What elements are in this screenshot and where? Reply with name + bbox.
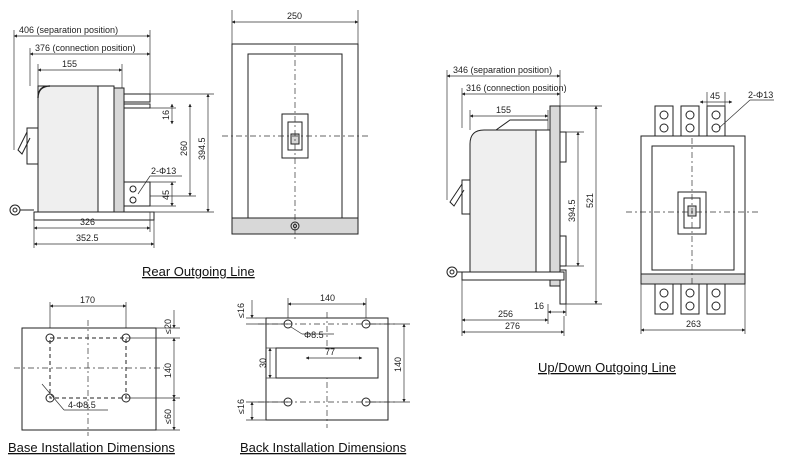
back-77-dim: 77 xyxy=(325,347,335,357)
rear-16-dim: 16 xyxy=(161,110,171,120)
updown-45-dim: 45 xyxy=(710,91,720,101)
updown-side-view: 346 (separation position) 316 (connectio… xyxy=(446,65,602,336)
updown-front-view: 45 2-Φ13 263 xyxy=(626,90,774,334)
back-30-dim: 30 xyxy=(258,358,268,368)
updown-256-dim: 256 xyxy=(498,309,513,319)
back-140side-dim: 140 xyxy=(393,357,403,372)
base-170-dim: 170 xyxy=(80,295,95,305)
back-hole-dim: Φ8.5 xyxy=(304,330,324,340)
updown-16-dim: 16 xyxy=(534,301,544,311)
rear-conn-dim: 376 (connection position) xyxy=(35,43,136,53)
caption-updown: Up/Down Outgoing Line xyxy=(538,360,676,375)
caption-rear: Rear Outgoing Line xyxy=(142,264,255,279)
back-140top-dim: 140 xyxy=(320,293,335,303)
base-20-dim: ≤20 xyxy=(163,319,173,334)
rear-front-view: 250 xyxy=(222,10,370,240)
caption-back: Back Installation Dimensions xyxy=(240,440,407,455)
rear-sep-dim: 406 (separation position) xyxy=(19,25,118,35)
updown-155-dim: 155 xyxy=(496,105,511,115)
updown-sep-dim: 346 (separation position) xyxy=(453,65,552,75)
base-installation-view: 170 ≤20 140 ≤60 4-Φ8.5 xyxy=(14,295,180,436)
rear-side-view: 406 (separation position) 376 (connectio… xyxy=(9,25,214,248)
base-60-dim: ≤60 xyxy=(163,409,173,424)
rear-155-dim: 155 xyxy=(62,59,77,69)
rear-45-dim: 45 xyxy=(161,190,171,200)
rear-352-dim: 352.5 xyxy=(76,233,99,243)
updown-521-dim: 521 xyxy=(585,193,595,208)
rear-326-dim: 326 xyxy=(80,217,95,227)
base-140-dim: 140 xyxy=(163,363,173,378)
rear-394-dim: 394.5 xyxy=(197,137,207,160)
rear-holes-dim: 2-Φ13 xyxy=(151,166,176,176)
rear-260-dim: 260 xyxy=(179,141,189,156)
updown-holes-dim: 2-Φ13 xyxy=(748,90,773,100)
updown-276-dim: 276 xyxy=(505,321,520,331)
rear-250-dim: 250 xyxy=(287,11,302,21)
back-16b-dim: ≤16 xyxy=(236,399,246,414)
base-holes-dim: 4-Φ8.5 xyxy=(68,400,96,410)
back-16a-dim: ≤16 xyxy=(236,303,246,318)
caption-base: Base Installation Dimensions xyxy=(8,440,175,455)
updown-394-dim: 394.5 xyxy=(567,199,577,222)
back-installation-view: 140 77 30 Φ8.5 ≤16 ≤16 140 xyxy=(236,293,410,428)
updown-conn-dim: 316 (connection position) xyxy=(466,83,567,93)
updown-263-dim: 263 xyxy=(686,319,701,329)
